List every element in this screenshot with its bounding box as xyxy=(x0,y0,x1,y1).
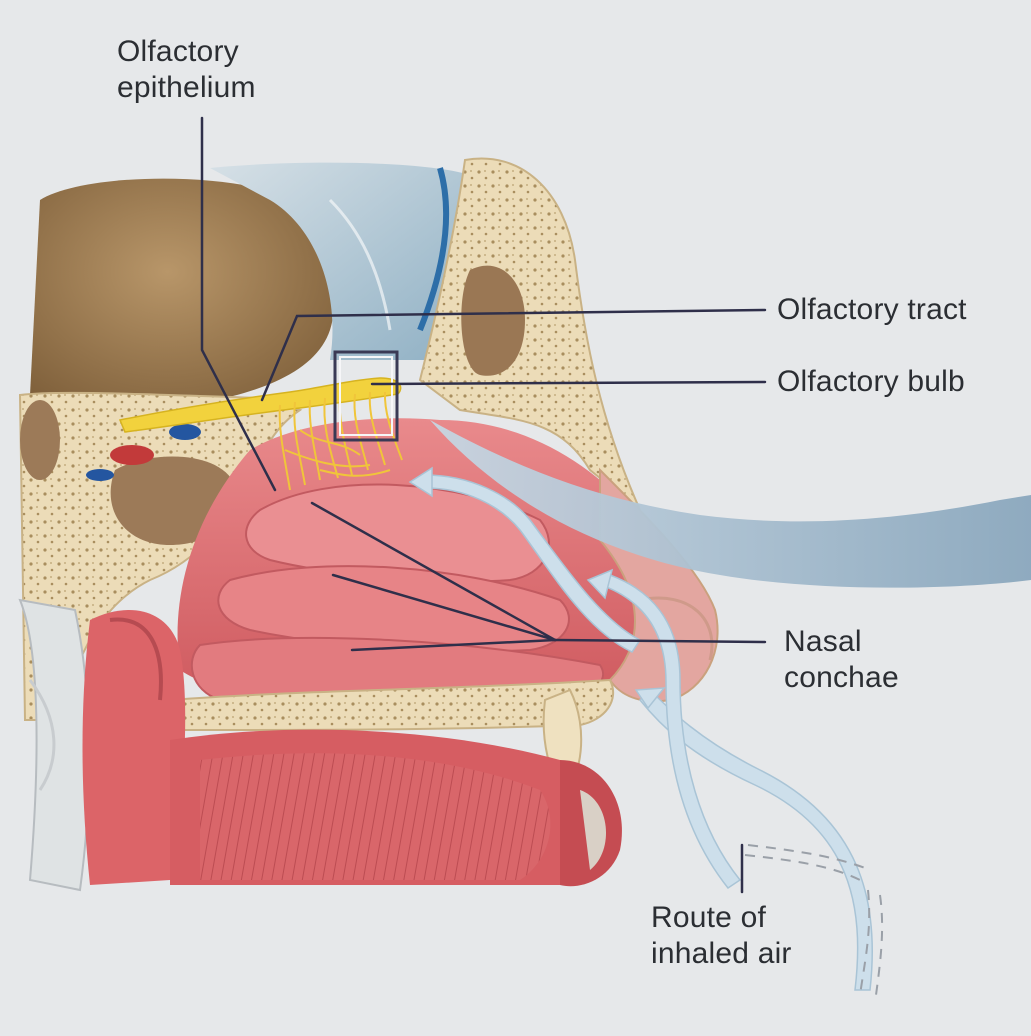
label-olfactory-tract: Olfactory tract xyxy=(777,293,967,326)
route-dashes xyxy=(744,844,884,996)
label-olfactory-bulb: Olfactory bulb xyxy=(777,365,965,398)
inferior-concha xyxy=(190,636,605,701)
label-route-line2: inhaled air xyxy=(651,937,792,970)
brain-shape xyxy=(30,178,336,412)
middle-concha xyxy=(217,565,570,653)
label-olfactory-epithelium-line2: epithelium xyxy=(117,71,256,104)
label-route-of-inhaled-air: Route of inhaled air xyxy=(651,900,792,972)
label-olfactory-epithelium: Olfactory epithelium xyxy=(117,34,256,106)
sniff-airflow-arrow xyxy=(430,420,1031,588)
label-nasal-conchae-line2: conchae xyxy=(784,661,899,694)
label-nasal-conchae-line1: Nasal xyxy=(784,625,862,658)
inhaled-air-arrows xyxy=(408,466,873,991)
label-olfactory-epithelium-line1: Olfactory xyxy=(117,35,239,68)
frontal-sinus xyxy=(461,265,525,376)
bulb-highlight-box xyxy=(333,350,399,442)
label-nasal-conchae: Nasal conchae xyxy=(784,624,899,696)
frontal-meninges xyxy=(210,162,470,360)
leader-lines xyxy=(200,116,767,894)
label-route-line1: Route of xyxy=(651,901,767,934)
